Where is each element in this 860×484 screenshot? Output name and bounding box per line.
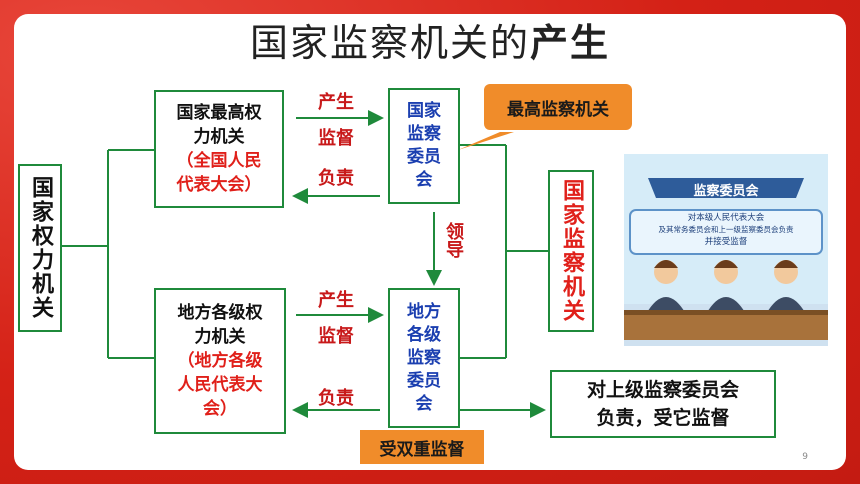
label-top-supervise: 监督 [318,128,354,149]
local-power-organ-line2: 力机关 [194,327,246,347]
national-supervisory-organs-label: 国家监察机关 [559,179,584,323]
label-top-create: 产生 [318,92,354,113]
local-supervisory-commission-label: 地方各级监察委员会 [407,301,441,414]
title-main: 国家监察机关的 [249,21,530,65]
highest-power-organ-line1: 国家最高权 [176,103,262,123]
illustration-banner: 监察委员会 [693,183,759,198]
illustration-board-line2: 及其常务委员会和上一级监察委员会负责 [658,225,794,234]
title-emphasis: 产生 [530,21,611,65]
illustration-board-line1: 对本级人民代表大会 [687,213,765,223]
national-supervisory-commission-box: 国家监察委员会 [388,88,460,204]
label-top-responsible: 负责 [318,168,354,189]
npc-line1: （全国人民 [176,151,262,171]
page-number: 9 [802,452,808,462]
local-congress-line2: 人民代表大 [177,375,263,395]
illustration-board-text: 对本级人民代表大会 及其常务委员会和上一级监察委员会负责 并接受监督 [630,212,822,248]
local-supervisory-commission-box: 地方各级监察委员会 [388,288,460,428]
result-box: 对上级监察委员会 负责，受它监督 [550,370,776,438]
illustration-board-line3: 并接受监督 [704,237,748,247]
label-lead: 领导 [443,222,464,258]
highest-power-organ-line2: 力机关 [193,127,245,147]
result-line2: 负责，受它监督 [596,407,730,429]
label-bottom-create: 产生 [318,290,354,311]
callout-dual-supervision: 受双重监督 [360,430,484,464]
label-bottom-supervise: 监督 [318,326,354,347]
local-congress-line1: （地方各级 [177,351,263,371]
national-supervisory-commission-label: 国家监察委员会 [407,101,441,190]
callout-dual-supervision-label: 受双重监督 [379,439,465,460]
national-power-organs-label: 国家权力机关 [28,176,53,320]
local-power-organ-box: 地方各级权 力机关 （地方各级 人民代表大 会） [154,288,286,434]
national-power-organs-box: 国家权力机关 [18,164,62,332]
slide-title: 国家监察机关的产生 [0,12,860,67]
local-congress-line3: 会） [203,399,237,419]
highest-power-organ-box: 国家最高权 力机关 （全国人民 代表大会） [154,90,284,208]
local-power-organ-line1: 地方各级权 [177,303,263,323]
illustration-graphic [624,154,828,346]
result-line1: 对上级监察委员会 [586,379,739,401]
supervisory-commission-illustration: 监察委员会 对本级人民代表大会 及其常务委员会和上一级监察委员会负责 并接受监督 [624,154,828,346]
national-supervisory-organs-box: 国家监察机关 [548,170,594,332]
callout-highest-supervisory-organ: 最高监察机关 [484,84,632,130]
callout-highest-supervisory-organ-label: 最高监察机关 [507,99,609,120]
label-bottom-responsible: 负责 [318,388,354,409]
npc-line2: 代表大会） [176,175,262,195]
